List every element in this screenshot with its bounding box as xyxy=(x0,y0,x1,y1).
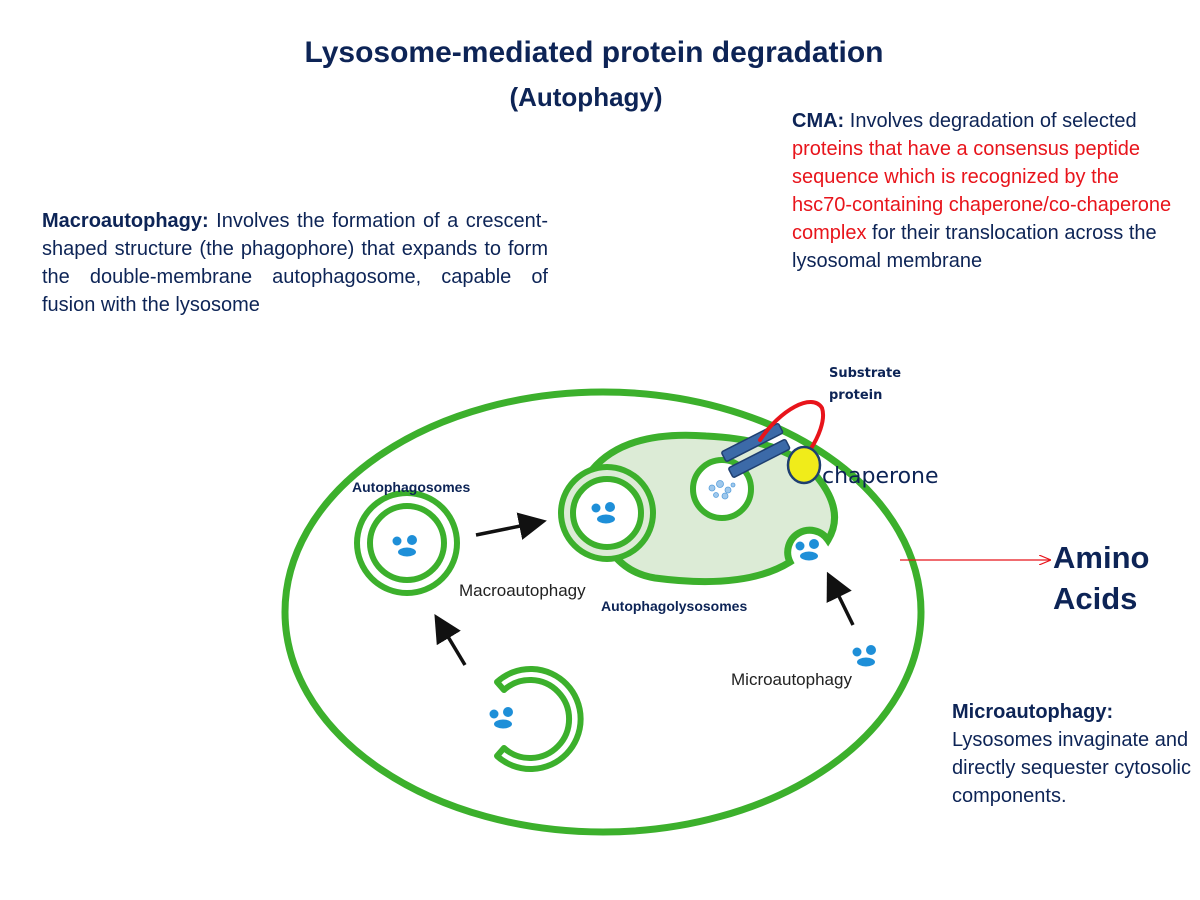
substrate-protein-label: Substrate xyxy=(829,366,901,381)
fusing-autophagosome-cargo xyxy=(591,502,615,524)
autophagosomes-label: Autophagosomes xyxy=(352,479,470,495)
degrading-cargo xyxy=(708,480,736,500)
diagram-subtitle: (Autophagy) xyxy=(509,82,663,112)
amino-acids-label-2: Acids xyxy=(1053,581,1137,616)
microautophagy-description: Microautophagy: Lysosomes invaginate and … xyxy=(952,698,1192,810)
microautophagy-body: Lysosomes invaginate and directly seques… xyxy=(952,729,1191,807)
autophagosome-cargo xyxy=(392,535,417,557)
cma-body-end: for their translocation across the lysos… xyxy=(792,222,1157,272)
cma-heading: CMA: xyxy=(792,110,845,132)
cma-description: CMA: Involves degradation of selected pr… xyxy=(792,107,1172,275)
microautophagy-heading: Microautophagy: xyxy=(952,701,1114,723)
phagophore-crescent xyxy=(494,666,584,772)
autophagosome-outer xyxy=(354,490,460,596)
substrate-protein-chain xyxy=(758,400,825,452)
macroautophagy-label: Macroautophagy xyxy=(459,581,586,600)
amino-acids-label: Amino xyxy=(1053,540,1149,575)
phagophore-to-autophagosome-arrow xyxy=(434,613,467,666)
macroautophagy-heading: Macroautophagy: xyxy=(42,210,209,232)
substrate-protein-label-2: protein xyxy=(829,388,882,403)
autophagosome-to-lysosome-arrow xyxy=(475,512,547,540)
cma-body-highlight: proteins that have a consensus peptide s… xyxy=(792,138,1172,244)
cytosolic-cargo xyxy=(852,645,876,667)
macroautophagy-description: Macroautophagy: Involves the formation o… xyxy=(42,207,548,319)
chaperone-icon xyxy=(786,445,822,485)
invagination-cargo xyxy=(795,539,819,561)
autophagosome-inner xyxy=(367,503,447,583)
cargo-to-lysosome-arrow xyxy=(826,571,855,626)
microautophagy-label: Microautophagy xyxy=(731,670,852,689)
autophagolysosomes-label: Autophagolysosomes xyxy=(601,598,747,614)
fusing-autophagosome-inner xyxy=(570,476,644,550)
cell-membrane xyxy=(281,388,925,836)
phagophore-cargo xyxy=(489,707,513,729)
diagram-title: Lysosome-mediated protein degradation xyxy=(304,36,884,69)
macroautophagy-body: Involves the formation of a crescent-sha… xyxy=(42,210,548,316)
cma-body-start: Involves degradation of selected xyxy=(844,110,1137,132)
chaperone-label: chaperone xyxy=(822,464,939,489)
